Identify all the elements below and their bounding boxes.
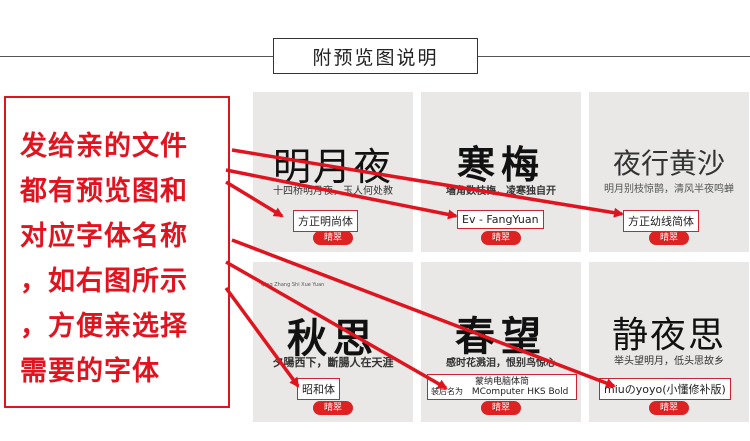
seal-stamp: 晴翠 bbox=[313, 231, 353, 245]
seal-stamp: 晴翠 bbox=[313, 401, 353, 415]
font-name-label: 蒙纳电脑体简 装后名为 MComputer HKS Bold bbox=[427, 374, 577, 400]
arrow-line bbox=[225, 260, 448, 390]
font-sample-caption: 感时花溅泪，恨别鸟惊心 bbox=[446, 358, 556, 369]
font-name-line: MComputer HKS Bold bbox=[471, 387, 569, 397]
instruction-line: ，如右图所示 bbox=[20, 266, 188, 297]
arrow-line bbox=[231, 238, 616, 388]
instruction-line: 发给亲的文件 bbox=[20, 131, 188, 162]
instruction-line: 对应字体名称 bbox=[20, 221, 188, 252]
font-sample-caption: 墙角数枝梅，凌寒独自开 bbox=[446, 186, 556, 197]
font-sample-text: 夜行黄沙 bbox=[612, 147, 725, 180]
arrow-line bbox=[225, 180, 284, 218]
font-preview-tile[interactable]: 夜行黄沙 明月别枝惊鹊，清风半夜鸣蝉 方正幼线简体 晴翠 bbox=[589, 92, 749, 252]
font-sample-text: 寒梅 bbox=[456, 142, 545, 187]
font-preview-tile[interactable]: 寒梅 墙角数枝梅，凌寒独自开 Ev - FangYuan 晴翠 bbox=[421, 92, 581, 252]
font-name-label: Ev - FangYuan bbox=[457, 210, 544, 229]
instruction-line: ，方便亲选择 bbox=[20, 311, 188, 342]
seal-stamp: 晴翠 bbox=[649, 231, 689, 245]
arrow-line bbox=[225, 168, 458, 220]
font-sample-text: 静夜思 bbox=[611, 315, 726, 356]
font-preview-tile[interactable]: 静夜思 举头望明月，低头思故乡 miuのyoyo(小懂修补版) 晴翠 bbox=[589, 262, 749, 422]
font-name-label: 昭和体 bbox=[297, 378, 340, 400]
seal-stamp: 晴翠 bbox=[481, 401, 521, 415]
font-sample-caption: 明月别枝惊鹊，清风半夜鸣蝉 bbox=[604, 184, 734, 195]
font-preview-tile[interactable]: Qing Zhang Shi Xue Yuan 秋思 夕陽西下，斷腸人在天涯 昭… bbox=[253, 262, 413, 422]
font-name-line: 蒙纳电脑体简 bbox=[474, 377, 529, 387]
font-name-label: miuのyoyo(小懂修补版) bbox=[599, 378, 731, 400]
seal-stamp: 晴翠 bbox=[649, 401, 689, 415]
instruction-box: 发给亲的文件 都有预览图和 对应字体名称 ，如右图所示 ，方便亲选择 需要的字体 bbox=[4, 96, 230, 408]
instruction-line: 需要的字体 bbox=[20, 356, 160, 387]
seal-stamp: 晴翠 bbox=[481, 231, 521, 245]
header-rule-right bbox=[478, 56, 750, 57]
arrow-line bbox=[224, 286, 300, 388]
font-sample-caption: 举头望明月，低头思故乡 bbox=[614, 356, 724, 367]
font-sample-caption: 夕陽西下，斷腸人在天涯 bbox=[272, 356, 394, 369]
font-name-prefix: 装后名为 bbox=[431, 387, 463, 396]
header-rule-left bbox=[0, 56, 273, 57]
font-sample-tiny-text: Qing Zhang Shi Xue Yuan bbox=[261, 282, 325, 288]
arrow-line bbox=[231, 148, 624, 218]
page-title: 附预览图说明 bbox=[273, 38, 478, 74]
instruction-line: 都有预览图和 bbox=[20, 176, 188, 207]
